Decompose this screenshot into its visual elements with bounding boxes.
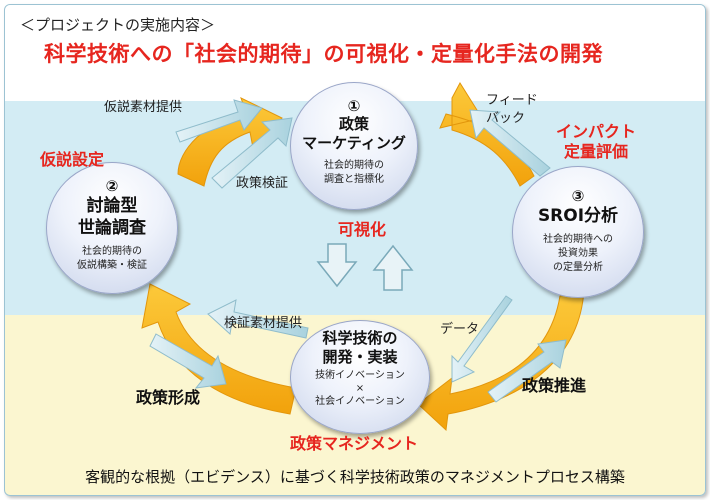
node-desc-line: 仮説構築・検証	[77, 260, 147, 271]
label-policy-management: 政策マネジメント	[290, 434, 419, 453]
node-desc-line: 調査と指標化	[324, 174, 384, 185]
section-label: ＜プロジェクトの実施内容＞	[20, 16, 216, 34]
node-desc-line: ×	[355, 383, 365, 394]
node-desc-line: 社会的期待の	[324, 160, 384, 171]
node-desc-line: 社会イノベーション	[315, 396, 405, 407]
node-sroi: ③ SROI分析 社会的期待への 投資効果 の定量分析	[512, 166, 644, 298]
label-impact: インパクト 定量評価	[556, 122, 636, 162]
node-rnd: 科学技術の 開発・実装 技術イノベーション × 社会イノベーション	[290, 320, 430, 434]
cycle-arc-top-right	[439, 82, 535, 187]
label-feedback-line: フィード	[486, 93, 538, 108]
arrow-verification-material	[207, 299, 309, 339]
node-title: 世論調査	[78, 218, 146, 238]
cycle-arc-right-bottom	[417, 289, 585, 432]
label-impact-line: インパクト	[556, 122, 637, 141]
node-title: 討論型	[86, 196, 138, 216]
node-desc: 技術イノベーション × 社会イノベーション	[291, 369, 429, 408]
node-title: 科学技術の	[322, 329, 398, 347]
label-visualization: 可視化	[338, 220, 387, 239]
arrow-policy-promotion	[487, 339, 567, 403]
label-hypothesis-material: 仮説素材提供	[104, 100, 183, 115]
cycle-arc-bottom-left	[141, 283, 297, 415]
main-title: 科学技術への「社会的期待」の可視化・定量化手法の開発	[44, 42, 603, 66]
node-title: マーケティング	[302, 134, 406, 152]
label-policy-formation: 政策形成	[136, 388, 201, 407]
node-desc-line: 技術イノベーション	[315, 370, 405, 381]
node-desc-line: 社会的期待の	[82, 246, 142, 257]
arrow-data	[451, 295, 513, 383]
node-policy-marketing: ① 政策 マーケティング 社会的期待の 調査と指標化	[290, 82, 418, 210]
node-title: SROI分析	[537, 206, 619, 226]
node-desc: 社会的期待への 投資効果 の定量分析	[513, 233, 643, 275]
node-number: ①	[347, 97, 361, 115]
arrow-hypothesis-material	[175, 99, 263, 143]
arrow-feedback	[469, 109, 551, 177]
node-desc: 社会的期待の 仮説構築・検証	[47, 245, 177, 273]
label-data: データ	[440, 322, 480, 337]
node-title: 開発・実装	[322, 348, 398, 366]
node-number: ②	[105, 177, 119, 195]
node-number: ③	[571, 187, 585, 205]
node-desc-line: の定量分析	[553, 262, 603, 273]
label-impact-line: 定量評価	[564, 142, 629, 161]
node-desc-line: 投資効果	[558, 248, 598, 259]
arrow-policy-verification	[211, 117, 293, 189]
label-policy-verification: 政策検証	[236, 176, 289, 191]
footer-caption: 客観的な根拠（エビデンス）に基づく科学技術政策のマネジメントプロセス構築	[85, 468, 625, 486]
node-desc-line: 社会的期待への	[543, 234, 613, 245]
node-desc: 社会的期待の 調査と指標化	[291, 159, 417, 187]
label-verification-material: 検証素材提供	[224, 316, 303, 331]
label-hypothesis-setting: 仮説設定	[40, 150, 105, 169]
center-arrow-down	[316, 243, 358, 288]
node-deliberative-poll: ② 討論型 世論調査 社会的期待の 仮説構築・検証	[46, 162, 178, 294]
label-feedback: フィード バック	[486, 92, 538, 128]
label-policy-promotion: 政策推進	[522, 376, 587, 395]
arrow-policy-formation	[149, 333, 227, 389]
label-feedback-line: バック	[486, 111, 526, 126]
node-title: 政策	[338, 115, 369, 133]
center-arrow-up	[372, 244, 414, 291]
